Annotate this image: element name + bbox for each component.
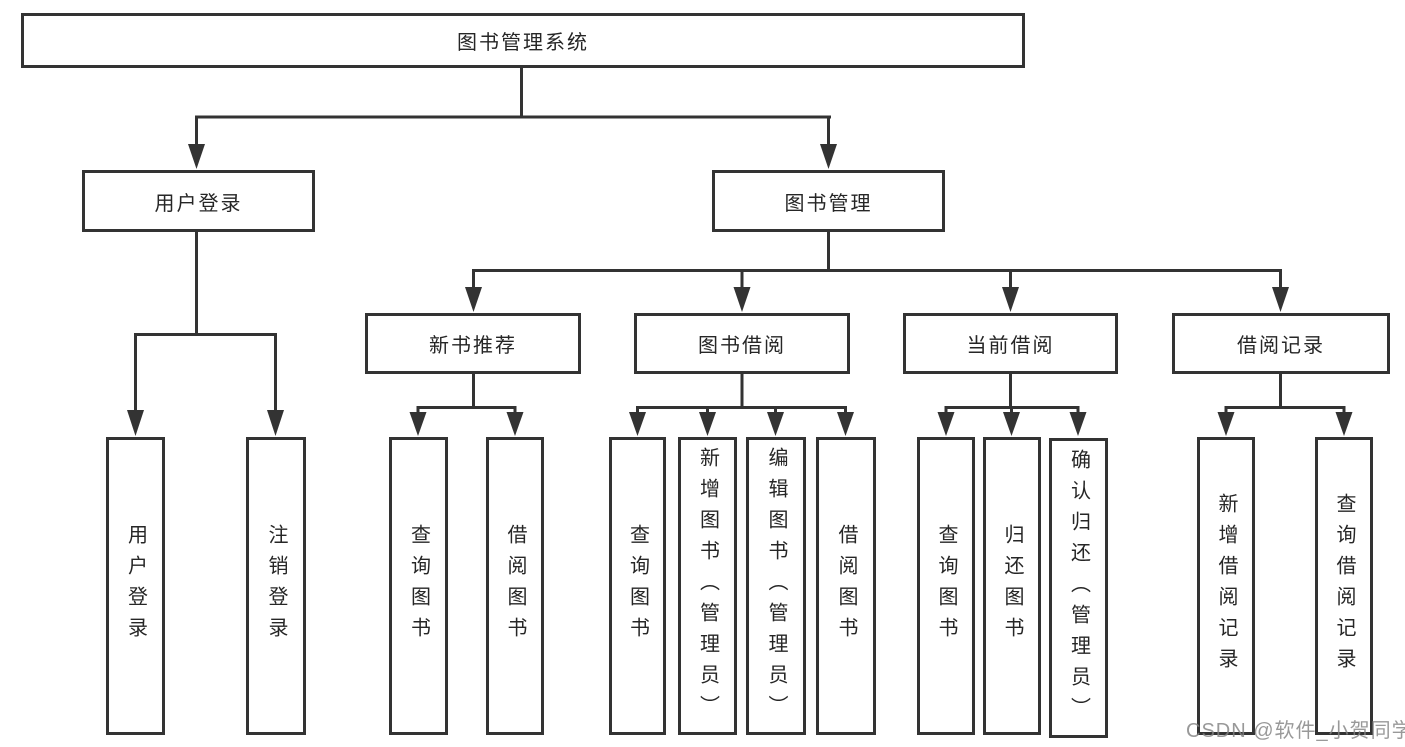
arrowhead-icon [837,412,854,436]
arrowhead-icon [127,410,144,436]
leaf-query-books: 查询图书 [389,437,448,735]
node-library-system: 图书管理系统 [21,13,1025,68]
node-borrow-records: 借阅记录 [1172,313,1390,374]
arrowhead-icon [1069,412,1087,436]
leaf-query-books: 查询图书 [609,437,666,735]
arrowhead-icon [506,412,524,436]
node-label: 新书推荐 [429,335,517,357]
leaf-label: 查询图书 [407,524,430,648]
node-user-login: 用户登录 [82,170,315,232]
leaf-label: 确认归还（管理员） [1067,448,1090,728]
node-book-management: 图书管理 [712,170,945,232]
leaf-label: 编辑图书（管理员） [765,446,787,726]
arrowhead-icon [1217,412,1235,436]
leaf-edit-book-admin: 编辑图书（管理员） [746,437,806,735]
csdn-watermark: CSDN @软件_小贺同学 [1186,720,1405,742]
arrowhead-icon [1272,287,1289,312]
arrowhead-icon [1003,412,1020,436]
node-label: 图书管理 [784,192,873,215]
node-label: 用户登录 [154,192,243,215]
leaf-query-books: 查询图书 [917,437,975,735]
node-label: 当前借阅 [966,335,1055,357]
leaf-label: 借阅图书 [835,524,857,648]
leaf-label: 查询图书 [935,524,957,648]
arrowhead-icon [733,287,751,312]
arrowhead-icon [767,412,784,436]
node-current-borrow: 当前借阅 [903,313,1118,374]
node-label: 图书借阅 [698,335,786,357]
leaf-label: 借阅图书 [504,524,526,648]
leaf-borrow-book: 借阅图书 [486,437,544,735]
arrowhead-icon [465,287,482,312]
arrowhead-icon [820,144,837,169]
arrowhead-icon [267,410,284,436]
node-new-book-recommend: 新书推荐 [365,313,581,374]
leaf-logout: 注销登录 [246,437,306,735]
leaf-return-book: 归还图书 [983,437,1041,735]
leaf-label: 新增图书（管理员） [696,446,719,726]
arrowhead-icon [629,412,646,436]
leaf-label: 归还图书 [1001,524,1023,648]
arrowhead-icon [188,144,205,169]
arrowhead-icon [1335,412,1353,436]
arrowhead-icon [1002,287,1019,312]
leaf-query-borrow-record: 查询借阅记录 [1315,437,1373,735]
leaf-user-login: 用户登录 [106,437,165,735]
node-label: 借阅记录 [1237,335,1325,357]
node-book-borrow: 图书借阅 [634,313,850,374]
leaf-label: 用户登录 [124,524,147,648]
leaf-add-book-admin: 新增图书（管理员） [678,437,737,735]
leaf-add-borrow-record: 新增借阅记录 [1197,437,1255,735]
leaf-label: 新增借阅记录 [1215,493,1237,679]
leaf-label: 注销登录 [265,524,287,648]
arrowhead-icon [409,412,427,436]
leaf-confirm-return-admin: 确认归还（管理员） [1049,438,1108,738]
leaf-label: 查询借阅记录 [1333,493,1355,679]
node-label: 图书管理系统 [457,32,589,54]
arrowhead-icon [937,412,955,436]
arrowhead-icon [699,412,716,436]
leaf-label: 查询图书 [626,524,649,648]
leaf-borrow-book: 借阅图书 [816,437,876,735]
